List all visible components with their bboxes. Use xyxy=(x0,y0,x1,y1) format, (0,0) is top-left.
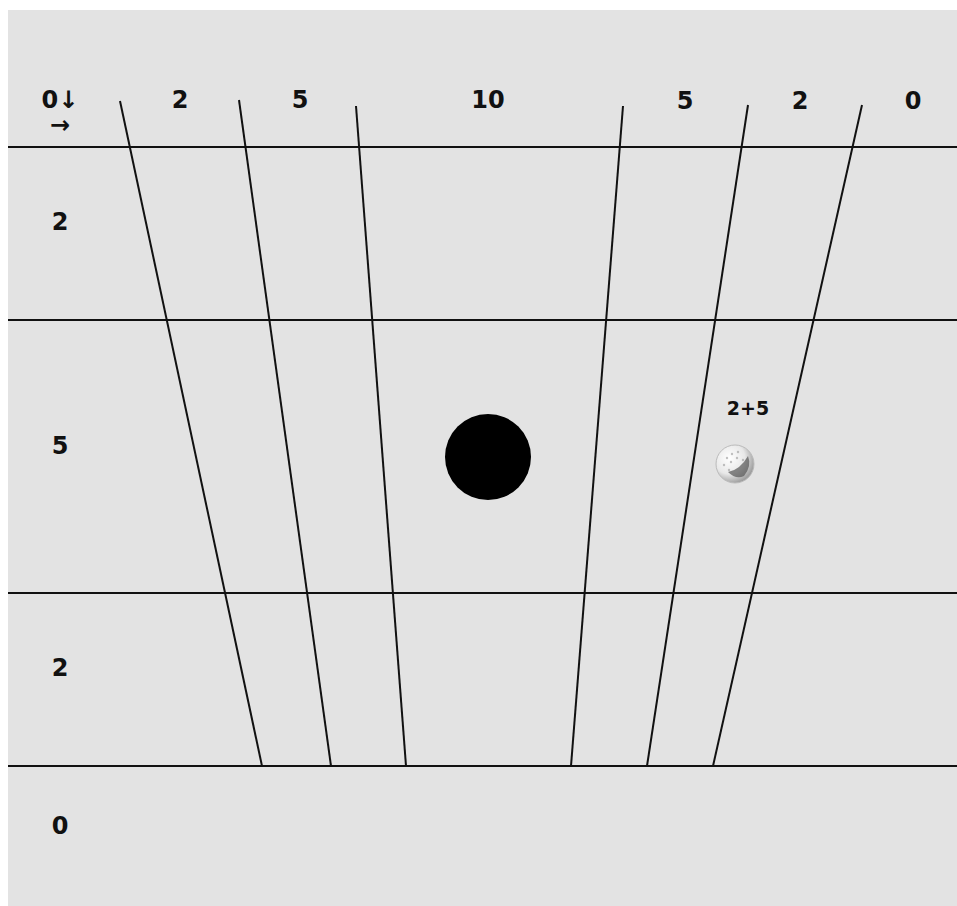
column-score: 10 xyxy=(471,88,504,112)
grid-lines xyxy=(8,100,957,766)
score-note: 2+5 xyxy=(727,399,769,418)
row-score: 2 xyxy=(52,210,69,234)
column-score: 5 xyxy=(292,88,309,112)
row-score: 2 xyxy=(52,656,69,680)
direction-arrow: → xyxy=(50,113,70,137)
ground xyxy=(8,10,957,906)
golf-ball xyxy=(716,445,754,483)
column-score: 0↓ xyxy=(42,88,79,112)
column-score: 5 xyxy=(677,89,694,113)
column-score: 2 xyxy=(792,89,809,113)
target-hole xyxy=(445,414,531,500)
column-score: 0 xyxy=(905,89,922,113)
column-score: 2 xyxy=(172,88,189,112)
row-score: 5 xyxy=(52,434,69,458)
row-score: 0 xyxy=(52,814,69,838)
